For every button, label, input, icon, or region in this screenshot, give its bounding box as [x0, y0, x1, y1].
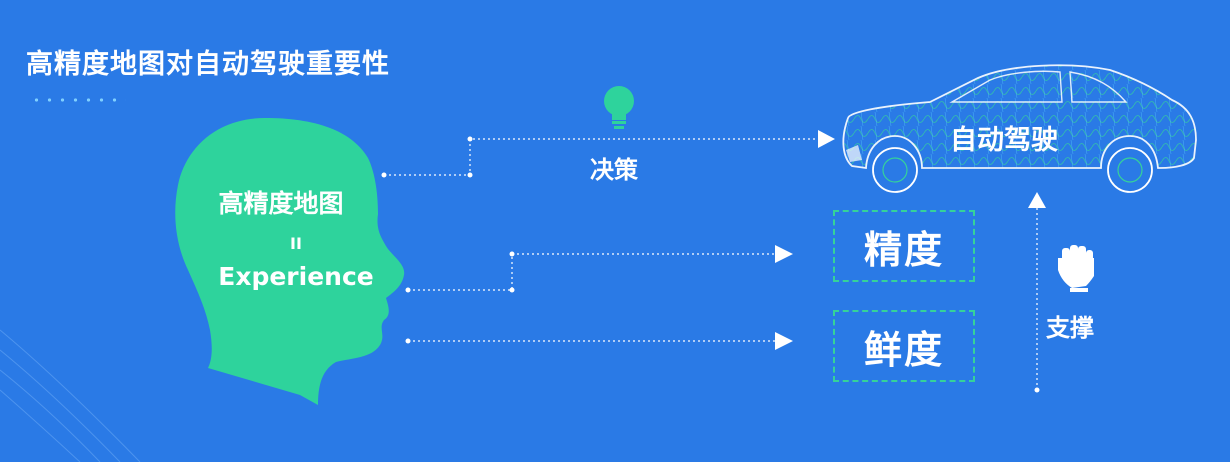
car-label: 自动驾驶 — [950, 125, 1058, 156]
page-title: 高精度地图对自动驾驶重要性 — [26, 49, 390, 80]
arrow-to-car — [818, 130, 835, 148]
fist-icon — [1058, 245, 1094, 292]
head-text-experience: Experience — [218, 262, 374, 291]
title-underline-dots — [30, 98, 126, 102]
lightbulb-icon — [604, 86, 634, 129]
head-silhouette-icon — [175, 118, 405, 405]
head-text-hd-map: 高精度地图 — [218, 189, 344, 218]
decorative-waves — [0, 329, 141, 462]
freshness-box: 鲜度 — [833, 310, 975, 382]
car-icon — [842, 64, 1197, 193]
precision-box: 精度 — [833, 210, 975, 282]
decision-label: 决策 — [590, 156, 638, 184]
connector-precision — [408, 253, 775, 291]
head-text-equals: II — [290, 234, 302, 253]
support-label: 支撑 — [1046, 314, 1094, 342]
support-arrow — [1028, 192, 1046, 393]
arrow-to-precision — [775, 245, 793, 263]
arrow-to-freshness — [775, 332, 793, 350]
